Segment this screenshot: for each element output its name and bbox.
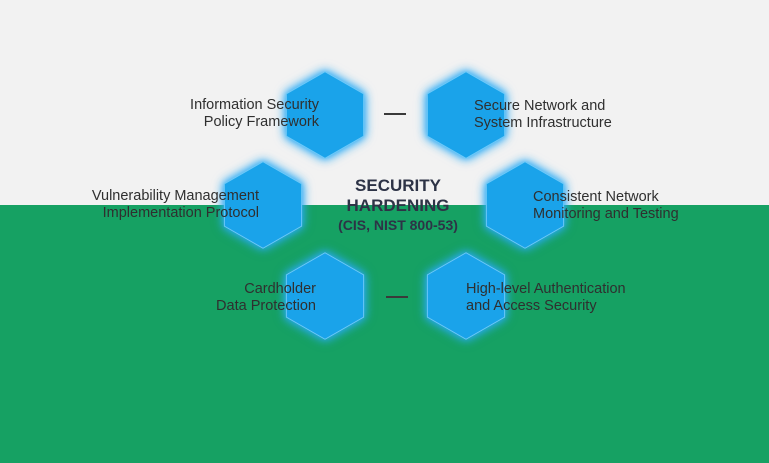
center-title-subtitle: (CIS, NIST 800-53) [338,217,458,233]
label-cardholder-data: Cardholder Data Protection [216,281,316,314]
connector-top [384,113,406,115]
bottom-background [0,205,769,463]
label-network-monitoring: Consistent Network Monitoring and Testin… [533,189,679,222]
center-title-line1: SECURITY [355,176,441,195]
label-secure-network: Secure Network and System Infrastructure [474,98,612,131]
label-authentication-security: High-level Authentication and Access Sec… [466,281,626,314]
center-title-line2: HARDENING [346,196,450,215]
hexagon-bottom-left [279,250,371,342]
label-information-security: Information Security Policy Framework [190,97,319,130]
connector-bottom [386,296,408,298]
top-background [0,0,769,205]
hexagon-top-left [279,69,371,161]
hexagon-bottom-right [420,250,512,342]
hexagon-middle-right [479,159,571,251]
center-title: SECURITY HARDENING (CIS, NIST 800-53) [318,176,478,235]
hexagon-top-right [420,69,512,161]
label-vulnerability-management: Vulnerability Management Implementation … [91,188,259,221]
hexagon-middle-left [217,159,309,251]
